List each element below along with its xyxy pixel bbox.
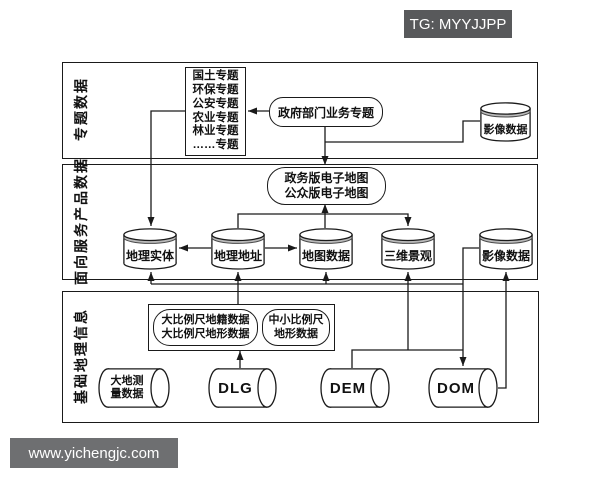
cylinder-dem: DEM — [320, 368, 390, 408]
cylinder-dom: DOM — [428, 368, 498, 408]
cylinder-3d-scene: 三维景观 — [381, 228, 435, 270]
topic-line: ……专题 — [192, 139, 239, 152]
arrow-vert-to-dom — [459, 247, 479, 366]
geo-address-label: 地理地址 — [213, 249, 262, 263]
tg-watermark-badge: TG: MYYJJPP — [404, 10, 512, 38]
dom-label: DOM — [437, 379, 475, 397]
dlg-label: DLG — [218, 379, 253, 397]
topic-line: 农业专题 — [192, 111, 239, 124]
arrow-topics-to-geoentity — [147, 110, 185, 226]
mid-scale-line1: 中小比例尺 — [268, 314, 324, 326]
emap-ellipse: 政务版电子地图 公众版电子地图 — [267, 167, 386, 205]
band-label-base: 基础地理信息 — [73, 308, 89, 404]
cylinder-geo-entity: 地理实体 — [123, 228, 177, 270]
cylinder-geodesy: 大地测 量数据 — [98, 368, 170, 408]
cylinder-image-data-top: 影像数据 — [480, 102, 531, 142]
mid-scale-line2: 地形数据 — [274, 327, 318, 340]
large-scale-line2: 大比例尺地形数据 — [161, 327, 250, 340]
large-scale-line1: 大比例尺地籍数据 — [161, 314, 250, 326]
band-base-geoinfo — [62, 291, 539, 423]
site-watermark-badge: www.yichengjc.com — [10, 438, 178, 468]
image-data-mid-label: 影像数据 — [481, 249, 530, 263]
cylinder-dlg: DLG — [208, 368, 277, 408]
large-scale-stadium: 大比例尺地籍数据 大比例尺地形数据 — [153, 309, 258, 346]
line-topimage-to-emap — [325, 120, 480, 143]
gov-business-ellipse: 政府部门业务专题 — [269, 97, 383, 127]
emap-line-gov: 政务版电子地图 — [284, 171, 369, 185]
cylinder-image-data-mid: 影像数据 — [479, 228, 533, 270]
geo-entity-label: 地理实体 — [125, 249, 174, 263]
gov-business-label: 政府部门业务专题 — [277, 105, 374, 120]
arrow-dom-to-image — [498, 272, 510, 389]
topic-line: 环保专题 — [192, 83, 239, 96]
topic-line: 公安专题 — [192, 97, 239, 110]
band-thematic-data — [62, 62, 538, 159]
cylinder-geo-address: 地理地址 — [211, 228, 265, 270]
band-label-service: 面向服务产品数据 — [73, 157, 89, 285]
geodesy-label: 大地测 量数据 — [110, 375, 144, 400]
cylinder-map-data: 地图数据 — [299, 228, 353, 270]
emap-line-public: 公众版电子地图 — [284, 186, 369, 200]
mid-scale-stadium: 中小比例尺 地形数据 — [262, 309, 330, 346]
topics-box: 国土专题 环保专题 公安专题 农业专题 林业专题 ……专题 — [185, 67, 246, 156]
3d-scene-label: 三维景观 — [383, 249, 432, 263]
line-dem-elbow — [351, 349, 463, 368]
image-data-top-label: 影像数据 — [483, 123, 528, 136]
band-service-products — [62, 164, 538, 280]
topic-line: 林业专题 — [192, 125, 239, 138]
dem-label: DEM — [329, 379, 367, 397]
map-data-label: 地图数据 — [301, 249, 350, 263]
topic-line: 国土专题 — [192, 69, 239, 82]
band-label-thematic: 专题数据 — [73, 77, 89, 141]
arrow-address-to-3d — [237, 213, 412, 228]
